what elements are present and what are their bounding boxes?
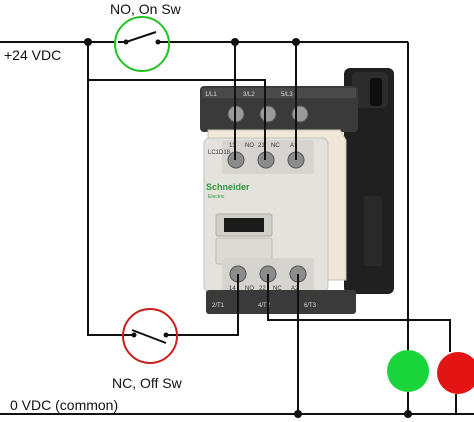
brand-logo: Schneider <box>206 182 250 192</box>
power-label-bottom: 4/T2 <box>258 303 271 309</box>
brand-logo-sub: Electric <box>208 194 225 200</box>
power-label-top: 1/L1 <box>205 92 217 98</box>
nc-switch-blade <box>131 329 167 344</box>
power-terminal-block-bottom <box>206 290 356 314</box>
aux-label-bottom: NO <box>245 286 254 292</box>
nc-switch-label: NC, Off Sw <box>112 375 183 391</box>
junction-dot <box>292 38 300 46</box>
junction-dot <box>404 410 412 418</box>
red-lamp <box>437 352 474 394</box>
nc-off-switch <box>122 308 178 364</box>
aux-label-top: 13 <box>229 143 236 149</box>
power-label-top: 3/L2 <box>243 92 255 98</box>
junction-dot <box>231 38 239 46</box>
green-lamp <box>387 350 429 392</box>
wire-to-nc-switch <box>87 80 124 336</box>
no-switch-contact <box>155 39 161 45</box>
no-switch-label: NO, On Sw <box>110 1 182 17</box>
power-terminal-screw <box>291 105 309 123</box>
no-on-switch <box>114 16 170 72</box>
junction-dot <box>294 410 302 418</box>
indicator-window <box>224 218 264 232</box>
wire-to-terminal-21 <box>87 42 266 160</box>
contactor: 1/L1 3/L2 5/L3 13 NO 21 NC A1 LC1D18 Sch… <box>200 68 394 314</box>
wire-terminal-22-to-red-lamp <box>267 274 451 352</box>
power-label-top: 5/L3 <box>281 92 293 98</box>
contactor-rail-clip <box>364 196 382 266</box>
wire-nc-to-terminal-14 <box>176 274 239 336</box>
aux-label-top: A1 <box>290 143 298 149</box>
junctions <box>84 38 412 418</box>
aux-label-top: 21 <box>258 143 265 149</box>
aux-label-bottom: NC <box>273 286 282 292</box>
supply-label: +24 VDC <box>4 47 61 63</box>
nc-switch-contact <box>131 332 137 338</box>
no-switch-contact <box>123 39 129 45</box>
junction-dot <box>84 38 92 46</box>
wires <box>0 41 474 415</box>
common-label: 0 VDC (common) <box>10 397 118 413</box>
no-switch-blade <box>125 31 157 43</box>
power-label-bottom: 6/T3 <box>304 303 317 309</box>
aux-label-top: NO <box>245 143 254 149</box>
contactor-latch <box>370 78 382 106</box>
nc-switch-contact <box>163 332 169 338</box>
power-terminal-top-strip <box>202 88 356 98</box>
model-label: LC1D18 <box>208 150 231 156</box>
aux-label-bottom: 22 <box>259 286 266 292</box>
power-label-bottom: 2/T1 <box>212 303 225 309</box>
no-switch-ring <box>114 16 170 72</box>
aux-label-bottom: A2 <box>291 286 299 292</box>
power-terminal-screw <box>259 105 277 123</box>
aux-label-top: NC <box>271 143 280 149</box>
aux-label-bottom: 14 <box>229 286 236 292</box>
